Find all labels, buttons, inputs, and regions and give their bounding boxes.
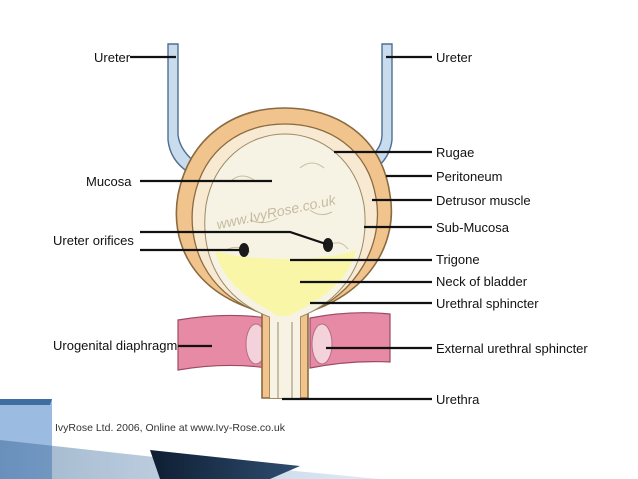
- label-mucosa: Mucosa: [86, 174, 132, 189]
- label-ureter-orifices: Ureter orifices: [53, 233, 134, 248]
- label-urethra: Urethra: [436, 392, 480, 407]
- ureter-orifice-marks: [239, 238, 333, 257]
- decorative-corner: [0, 399, 380, 479]
- leader-lines: [130, 55, 432, 401]
- credit-line: IvyRose Ltd. 2006, Online at www.Ivy-Ros…: [55, 422, 286, 434]
- label-neck-of-bladder: Neck of bladder: [436, 274, 528, 289]
- label-sub-mucosa: Sub-Mucosa: [436, 220, 510, 235]
- label-external-urethral-sphincter: External urethral sphincter: [436, 341, 588, 356]
- label-trigone: Trigone: [436, 252, 480, 267]
- label-ureter-left: Ureter: [94, 50, 131, 65]
- label-detrusor-muscle: Detrusor muscle: [436, 193, 531, 208]
- label-ureter-right: Ureter: [436, 50, 473, 65]
- label-rugae: Rugae: [436, 145, 474, 160]
- urogenital-diaphragm-shape: [177, 312, 391, 371]
- label-urethral-sphincter: Urethral sphincter: [436, 296, 539, 311]
- label-urogenital-diaphragm: Urogenital diaphragm: [53, 338, 177, 353]
- label-peritoneum: Peritoneum: [436, 169, 502, 184]
